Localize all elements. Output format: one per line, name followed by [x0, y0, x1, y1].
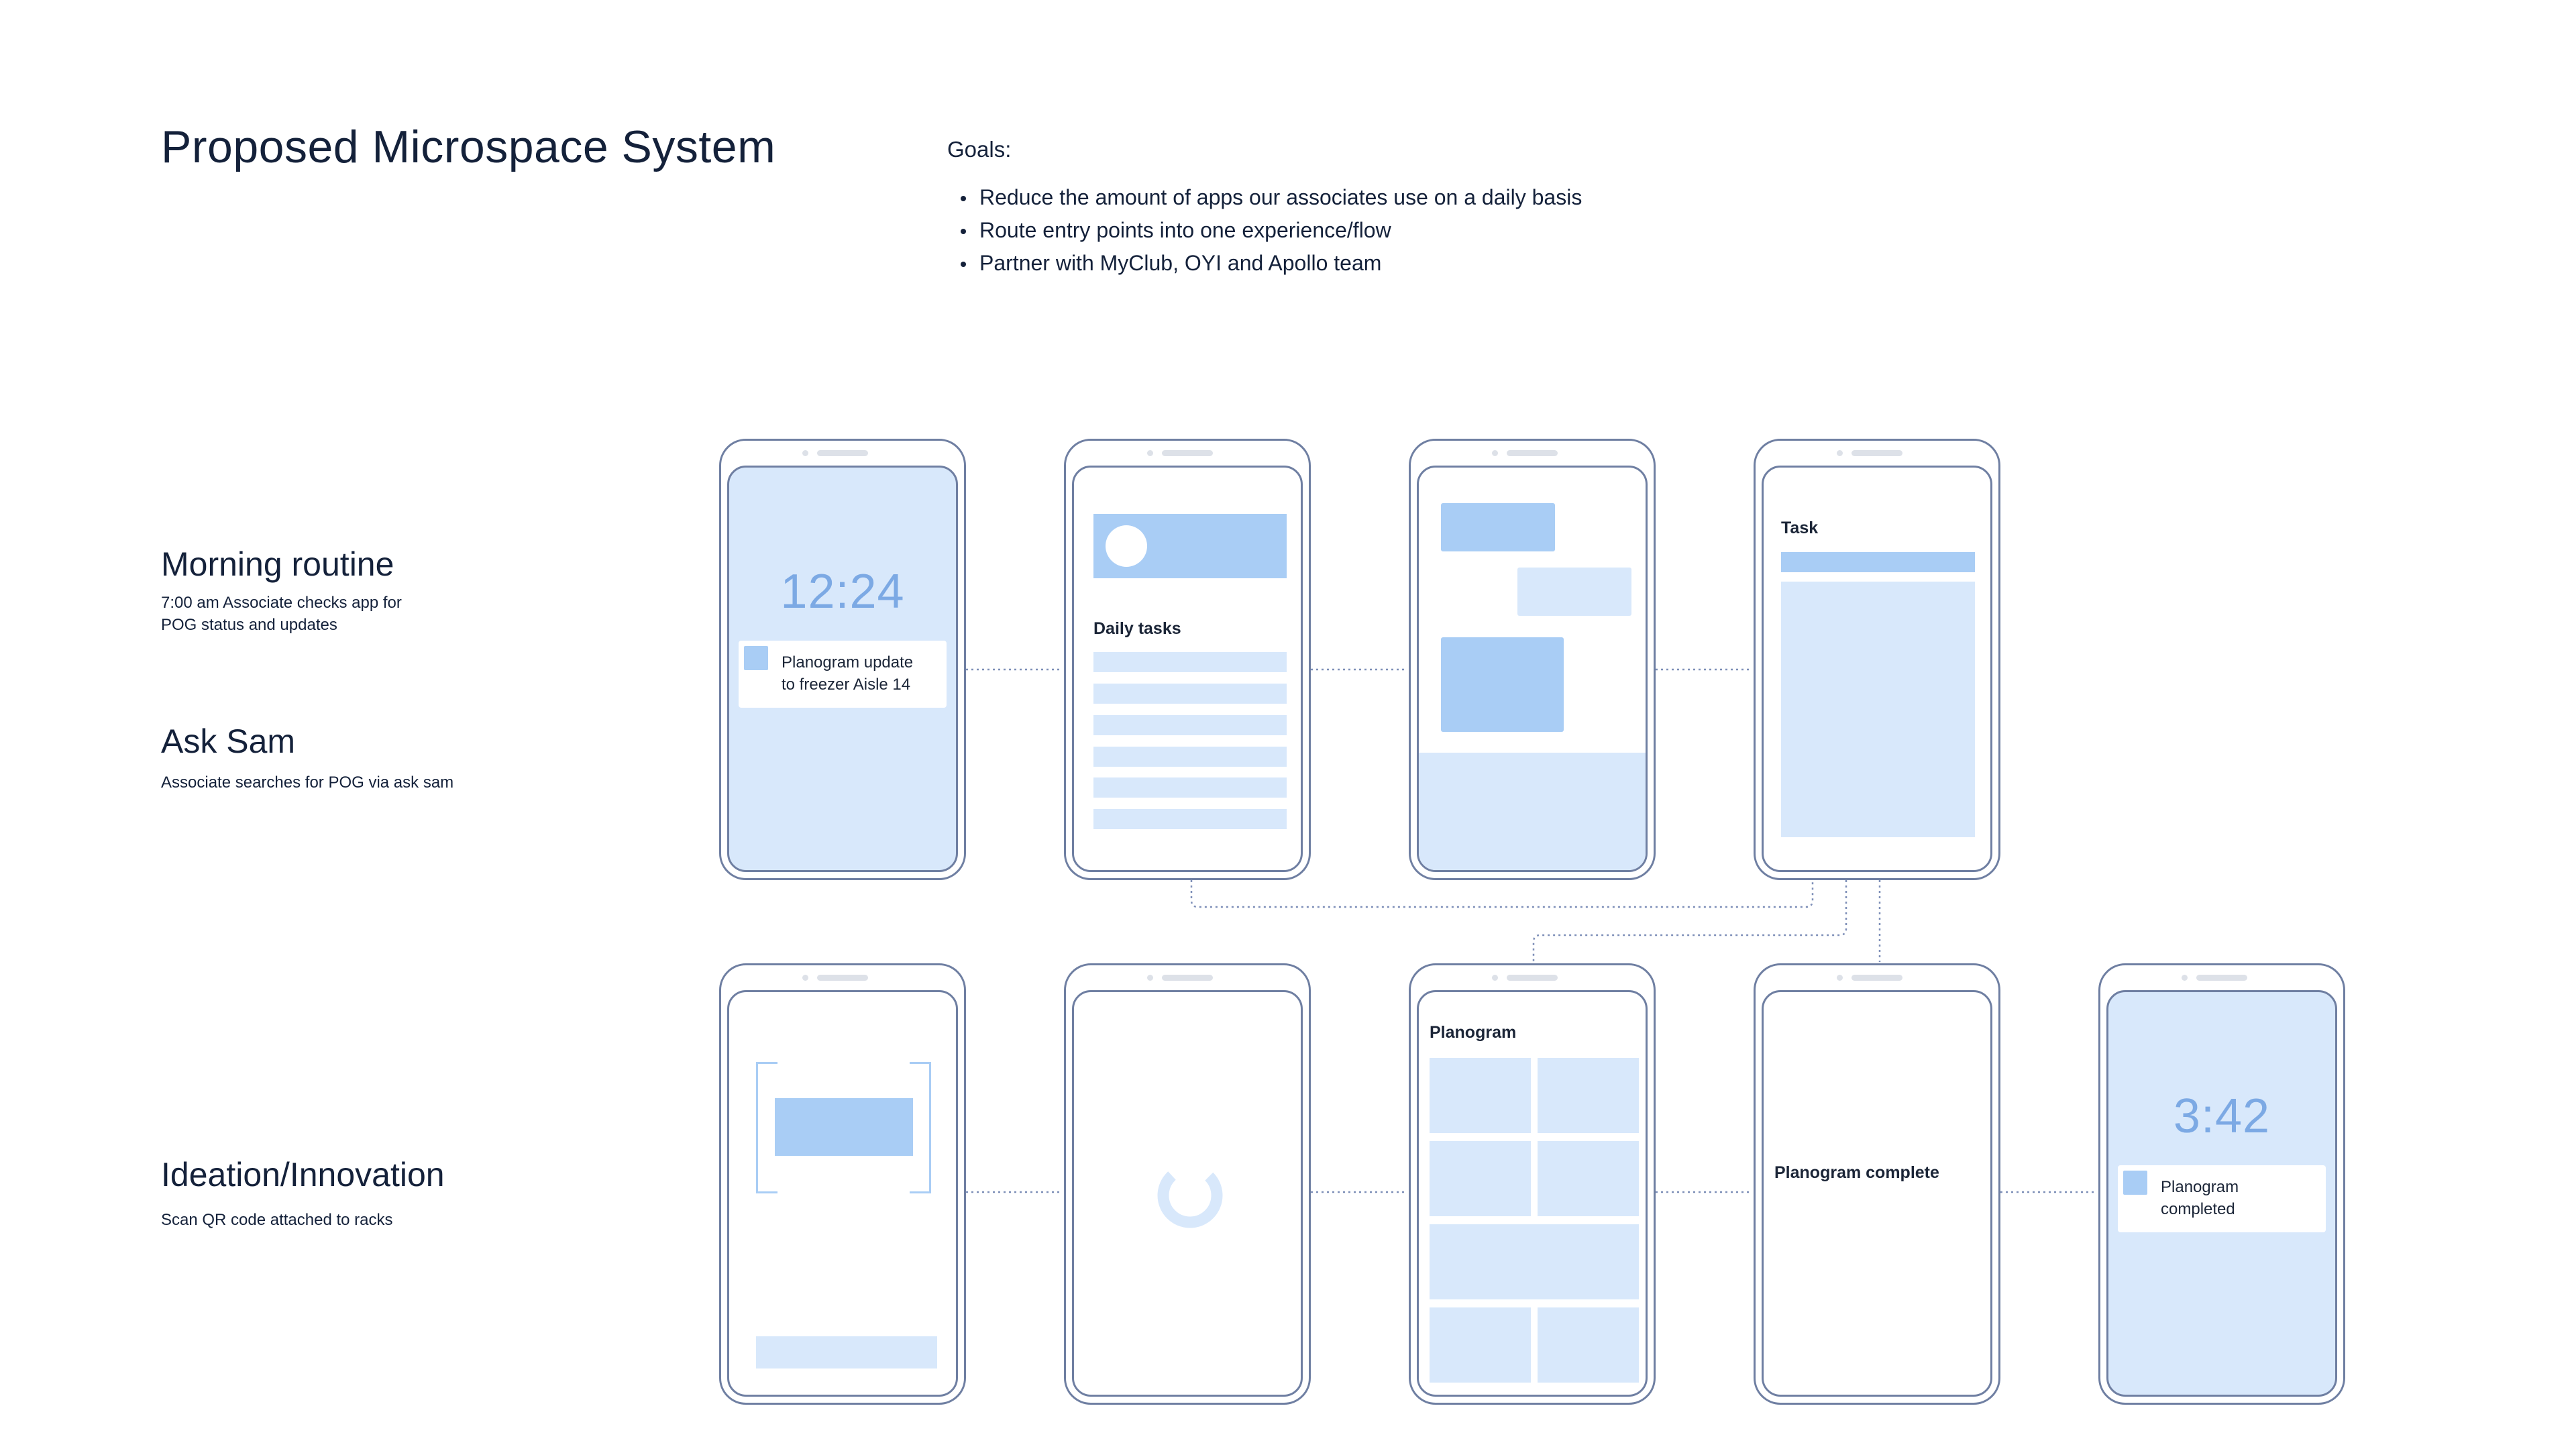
speaker-grill: [2196, 975, 2247, 981]
task-content: [1781, 582, 1975, 837]
task-row[interactable]: [1093, 809, 1287, 829]
section-title-morning: Morning routine: [161, 545, 394, 583]
page-title: Proposed Microspace System: [161, 121, 776, 172]
notification-line: Planogram: [2161, 1178, 2239, 1196]
planogram-tile[interactable]: [1430, 1141, 1531, 1216]
camera-dot: [2182, 975, 2188, 981]
task-row[interactable]: [1093, 747, 1287, 767]
phone-screen: Planogram: [1417, 990, 1648, 1397]
clock-time: 12:24: [780, 565, 905, 619]
phone-lock-screen: 12:24 Planogram update to freezer Aisle …: [719, 439, 966, 880]
section-title-ask-sam: Ask Sam: [161, 722, 296, 760]
notification-line: to freezer Aisle 14: [782, 676, 911, 694]
speaker-grill: [817, 450, 868, 456]
section-desc-ideation: Scan QR code attached to racks: [161, 1211, 393, 1229]
planogram-tile[interactable]: [1430, 1058, 1531, 1133]
scan-frame-left: [756, 1062, 777, 1193]
notification-line: completed: [2161, 1200, 2235, 1218]
goals-list: Reduce the amount of apps our associates…: [947, 181, 1582, 280]
phone-chat: [1409, 439, 1656, 880]
phone-screen: Task: [1762, 466, 1992, 872]
task-title-bar: [1781, 552, 1975, 572]
connector-path: [1190, 880, 1814, 908]
app-icon: [2123, 1171, 2147, 1195]
scan-frame-right: [910, 1062, 931, 1193]
avatar: [1106, 525, 1147, 567]
goal-item: Reduce the amount of apps our associates…: [947, 181, 1582, 214]
phone-screen: 12:24 Planogram update to freezer Aisle …: [727, 466, 958, 872]
section-desc-line: 7:00 am Associate checks app for: [161, 594, 402, 612]
app-icon: [744, 646, 768, 670]
planogram-complete-heading: Planogram complete: [1774, 1163, 1939, 1182]
notification-text: Planogram update to freezer Aisle 14: [782, 651, 913, 696]
speaker-grill: [1507, 975, 1558, 981]
task-row[interactable]: [1093, 715, 1287, 735]
task-row[interactable]: [1093, 652, 1287, 672]
speaker-grill: [1851, 975, 1902, 981]
planogram-tile[interactable]: [1538, 1141, 1639, 1216]
task-heading: Task: [1781, 519, 1819, 537]
qr-code-target: [775, 1098, 913, 1156]
clock-time: 3:42: [2173, 1089, 2271, 1143]
section-title-ideation: Ideation/Innovation: [161, 1156, 445, 1193]
chat-media-card[interactable]: [1441, 637, 1564, 732]
phone-planogram-complete: Planogram complete: [1754, 963, 2000, 1405]
phone-screen: [727, 990, 958, 1397]
section-desc-line: POG status and updates: [161, 616, 337, 634]
camera-dot: [1147, 975, 1153, 981]
phone-loading: [1064, 963, 1311, 1405]
phone-planogram: Planogram: [1409, 963, 1656, 1405]
notification-line: Planogram update: [782, 653, 914, 672]
notification-card[interactable]: Planogram completed: [2118, 1165, 2326, 1232]
camera-dot: [802, 450, 808, 456]
camera-dot: [1492, 450, 1498, 456]
speaker-grill: [817, 975, 868, 981]
speaker-grill: [1507, 450, 1558, 456]
goal-item: Route entry points into one experience/f…: [947, 214, 1582, 247]
notification-card[interactable]: Planogram update to freezer Aisle 14: [739, 641, 947, 708]
phone-task-detail: Task: [1754, 439, 2000, 880]
connector-path: [1532, 880, 1847, 962]
camera-dot: [1837, 975, 1843, 981]
goals-heading: Goals:: [947, 137, 1012, 162]
loading-spinner-icon: [1157, 1163, 1223, 1228]
phone-qr-scanner: [719, 963, 966, 1405]
camera-dot: [1837, 450, 1843, 456]
scan-button[interactable]: [756, 1336, 937, 1368]
section-desc-ask-sam: Associate searches for POG via ask sam: [161, 773, 454, 792]
phone-daily-tasks: Daily tasks: [1064, 439, 1311, 880]
planogram-tile[interactable]: [1538, 1058, 1639, 1133]
speaker-grill: [1851, 450, 1902, 456]
planogram-heading: Planogram: [1430, 1023, 1517, 1042]
chat-bubble-incoming: [1441, 503, 1555, 551]
goal-item: Partner with MyClub, OYI and Apollo team: [947, 247, 1582, 280]
phone-screen: Planogram complete: [1762, 990, 1992, 1397]
planogram-tile-wide[interactable]: [1430, 1224, 1639, 1299]
camera-dot: [802, 975, 808, 981]
phone-screen: Daily tasks: [1072, 466, 1303, 872]
phone-screen: [1417, 466, 1648, 872]
chat-input-area[interactable]: [1419, 753, 1646, 870]
task-row[interactable]: [1093, 777, 1287, 798]
speaker-grill: [1162, 975, 1213, 981]
phone-screen: [1072, 990, 1303, 1397]
section-desc-morning: 7:00 am Associate checks app for POG sta…: [161, 592, 402, 636]
notification-text: Planogram completed: [2161, 1176, 2239, 1220]
speaker-grill: [1162, 450, 1213, 456]
phone-screen: 3:42 Planogram completed: [2106, 990, 2337, 1397]
task-row[interactable]: [1093, 684, 1287, 704]
chat-bubble-outgoing: [1517, 568, 1631, 616]
phone-lock-screen-completed: 3:42 Planogram completed: [2098, 963, 2345, 1405]
planogram-tile[interactable]: [1430, 1307, 1531, 1383]
planogram-tile[interactable]: [1538, 1307, 1639, 1383]
daily-tasks-heading: Daily tasks: [1093, 619, 1181, 638]
camera-dot: [1492, 975, 1498, 981]
camera-dot: [1147, 450, 1153, 456]
